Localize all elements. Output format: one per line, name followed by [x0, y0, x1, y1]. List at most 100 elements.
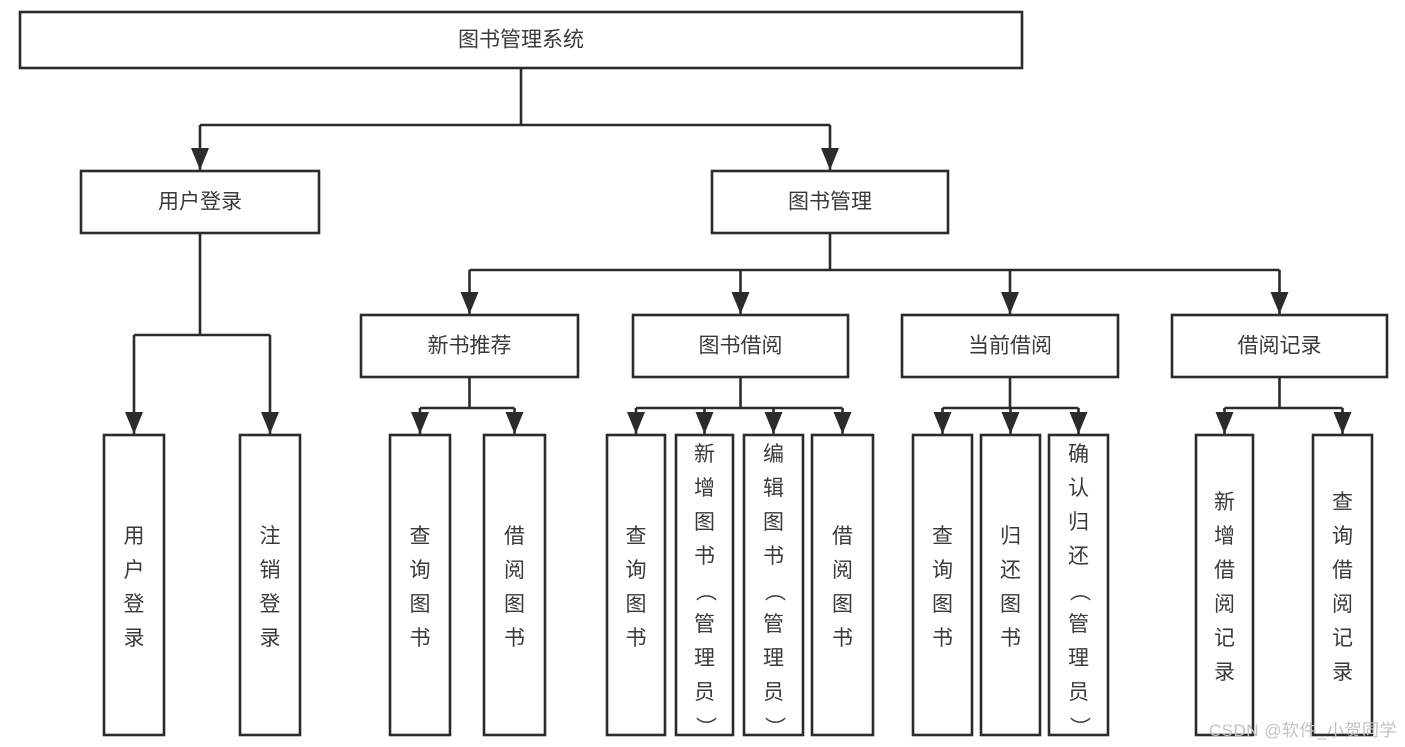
svg-text:（: （: [1068, 581, 1091, 602]
svg-text:书: 书: [504, 627, 525, 650]
arrow-head-icon-rec-query-book: [411, 412, 429, 434]
node-label-current-borrow: 当前借阅: [968, 335, 1052, 358]
svg-text:新: 新: [1214, 491, 1235, 514]
svg-text:图: 图: [694, 511, 715, 534]
svg-text:借: 借: [504, 525, 525, 548]
node-user-login[interactable]: 用户登录: [79, 169, 321, 235]
arrow-head-icon-user-logout: [261, 412, 279, 434]
arrow-head-icon-current-query-book: [933, 412, 952, 434]
svg-text:还: 还: [1000, 559, 1021, 582]
node-label-root: 图书管理系统: [458, 29, 584, 52]
node-label-book-manage: 图书管理: [788, 191, 872, 214]
svg-text:书: 书: [626, 627, 647, 650]
node-new-book-rec[interactable]: 新书推荐: [359, 313, 580, 379]
arrow-head-icon-record-add: [1215, 412, 1234, 434]
node-label-book-borrow: 图书借阅: [699, 335, 783, 358]
node-box-book-manage: [710, 169, 950, 235]
arrow-head-icon-current-return-book: [1001, 412, 1020, 434]
svg-text:记: 记: [1214, 627, 1235, 650]
svg-text:管: 管: [694, 613, 715, 636]
svg-text:书: 书: [763, 545, 784, 568]
node-box-borrow-edit-book: [742, 433, 805, 737]
svg-text:询: 询: [410, 559, 431, 582]
svg-text:注: 注: [260, 525, 281, 548]
node-box-new-book-rec: [359, 313, 580, 379]
svg-text:书: 书: [1000, 627, 1021, 650]
svg-text:编: 编: [763, 443, 784, 466]
node-label-new-book-rec: 新书推荐: [428, 335, 512, 358]
svg-text:查: 查: [410, 525, 431, 548]
node-box-borrow-borrow-book: [810, 433, 875, 737]
svg-text:询: 询: [626, 559, 647, 582]
svg-text:确: 确: [1068, 443, 1089, 466]
node-book-borrow[interactable]: 图书借阅: [631, 313, 850, 379]
node-box-current-query-book: [911, 433, 974, 737]
arrow-head-icon-book-borrow: [731, 292, 750, 314]
svg-text:录: 录: [124, 627, 145, 650]
svg-text:阅: 阅: [504, 559, 525, 582]
svg-text:借: 借: [832, 525, 853, 548]
svg-text:）: ）: [1068, 717, 1091, 738]
svg-text:书: 书: [932, 627, 953, 650]
svg-text:）: ）: [694, 717, 717, 738]
node-box-borrow-add-book: [674, 433, 735, 737]
node-box-root: [18, 10, 1024, 70]
arrow-head-icon-borrow-add-book: [695, 412, 714, 434]
arrow-head-icon-current-borrow: [1001, 292, 1019, 314]
svg-text:登: 登: [124, 593, 145, 616]
node-box-borrow-record: [1170, 313, 1389, 379]
svg-text:（: （: [694, 581, 717, 602]
arrow-head-icon-user-login: [191, 148, 209, 170]
node-current-borrow[interactable]: 当前借阅: [900, 313, 1120, 379]
svg-text:图: 图: [504, 593, 525, 616]
svg-text:增: 增: [694, 477, 715, 500]
arrow-head-icon-rec-borrow-book: [505, 412, 524, 434]
svg-text:录: 录: [260, 627, 281, 650]
svg-text:理: 理: [763, 647, 784, 670]
node-user-login-do[interactable]: 用户登录: [102, 433, 166, 737]
node-label-user-login: 用户登录: [158, 191, 242, 214]
svg-text:阅: 阅: [832, 559, 853, 582]
svg-text:图: 图: [410, 593, 431, 616]
csdn-watermark: CSDN @软件_小贺同学: [1208, 721, 1397, 740]
arrow-head-icon-book-manage: [821, 148, 839, 170]
node-box-book-borrow: [631, 313, 850, 379]
svg-text:查: 查: [932, 525, 953, 548]
node-box-user-logout: [238, 433, 302, 737]
svg-text:新: 新: [694, 443, 715, 466]
node-borrow-record[interactable]: 借阅记录: [1170, 313, 1389, 379]
nodes-layer: 图书管理系统用户登录图书管理用户登录注销登录新书推荐查询图书借阅图书图书借阅查询…: [18, 10, 1389, 738]
arrow-head-icon-borrow-edit-book: [764, 412, 783, 434]
svg-text:书: 书: [694, 545, 715, 568]
svg-text:归: 归: [1068, 511, 1089, 534]
svg-text:图: 图: [832, 593, 853, 616]
svg-text:书: 书: [832, 627, 853, 650]
svg-text:管: 管: [1068, 613, 1089, 636]
node-root[interactable]: 图书管理系统: [18, 10, 1024, 70]
svg-text:用: 用: [124, 525, 145, 548]
node-box-current-borrow: [900, 313, 1120, 379]
svg-text:登: 登: [260, 593, 281, 616]
node-book-manage[interactable]: 图书管理: [710, 169, 950, 235]
